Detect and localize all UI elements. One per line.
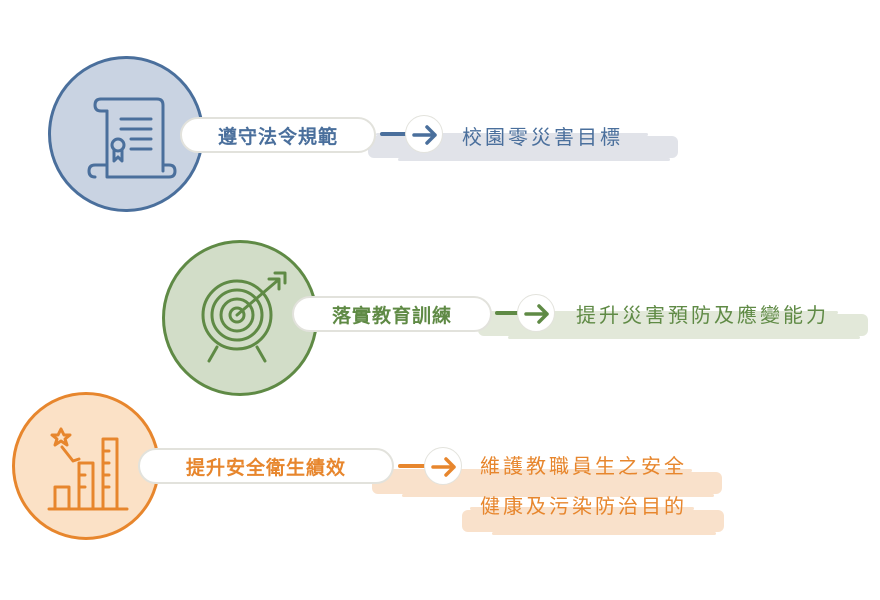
item-1-arrow	[405, 115, 443, 153]
target-arrow-icon	[201, 271, 287, 363]
arrow-right-icon	[412, 125, 437, 145]
item-3-arrow	[424, 447, 462, 485]
item-3-brush-1	[372, 469, 722, 497]
item-3-arrow-line	[398, 464, 448, 468]
growth-bars-star-icon	[47, 427, 129, 511]
item-1-outcome-line-1: 校園零災害目標	[462, 125, 623, 149]
item-3-label-pill: 提升安全衛生績效	[138, 448, 394, 484]
arrow-right-icon	[524, 304, 549, 324]
item-1-brush	[368, 133, 678, 161]
item-3-brush-2	[462, 507, 724, 535]
item-2-outcome-line-1: 提升災害預防及應變能力	[576, 303, 829, 327]
item-3-label: 提升安全衛生績效	[185, 457, 346, 479]
item-1-circle	[48, 56, 204, 212]
item-2-arrow-line	[495, 311, 541, 315]
scroll-certificate-icon	[87, 97, 177, 179]
item-3-outcome-line-2: 健康及污染防治目的	[480, 494, 687, 518]
item-1-label: 遵守法令規範	[217, 126, 338, 148]
item-3-circle	[12, 392, 160, 540]
item-2-label: 落實教育訓練	[331, 305, 452, 327]
item-1-arrow-line	[380, 132, 428, 136]
arrow-right-icon	[431, 457, 456, 477]
item-3-outcome-line-1: 維護教職員生之安全	[480, 454, 687, 478]
item-2-outcome: 提升災害預防及應變能力	[576, 298, 829, 332]
item-3-outcome: 維護教職員生之安全 健康及污染防治目的	[480, 449, 687, 523]
item-1-outcome: 校園零災害目標	[462, 120, 623, 154]
item-2-arrow	[517, 294, 555, 332]
item-2-brush	[478, 311, 868, 339]
item-2-label-pill: 落實教育訓練	[292, 296, 492, 332]
item-2-circle	[162, 240, 318, 396]
item-1-label-pill: 遵守法令規範	[180, 117, 376, 153]
